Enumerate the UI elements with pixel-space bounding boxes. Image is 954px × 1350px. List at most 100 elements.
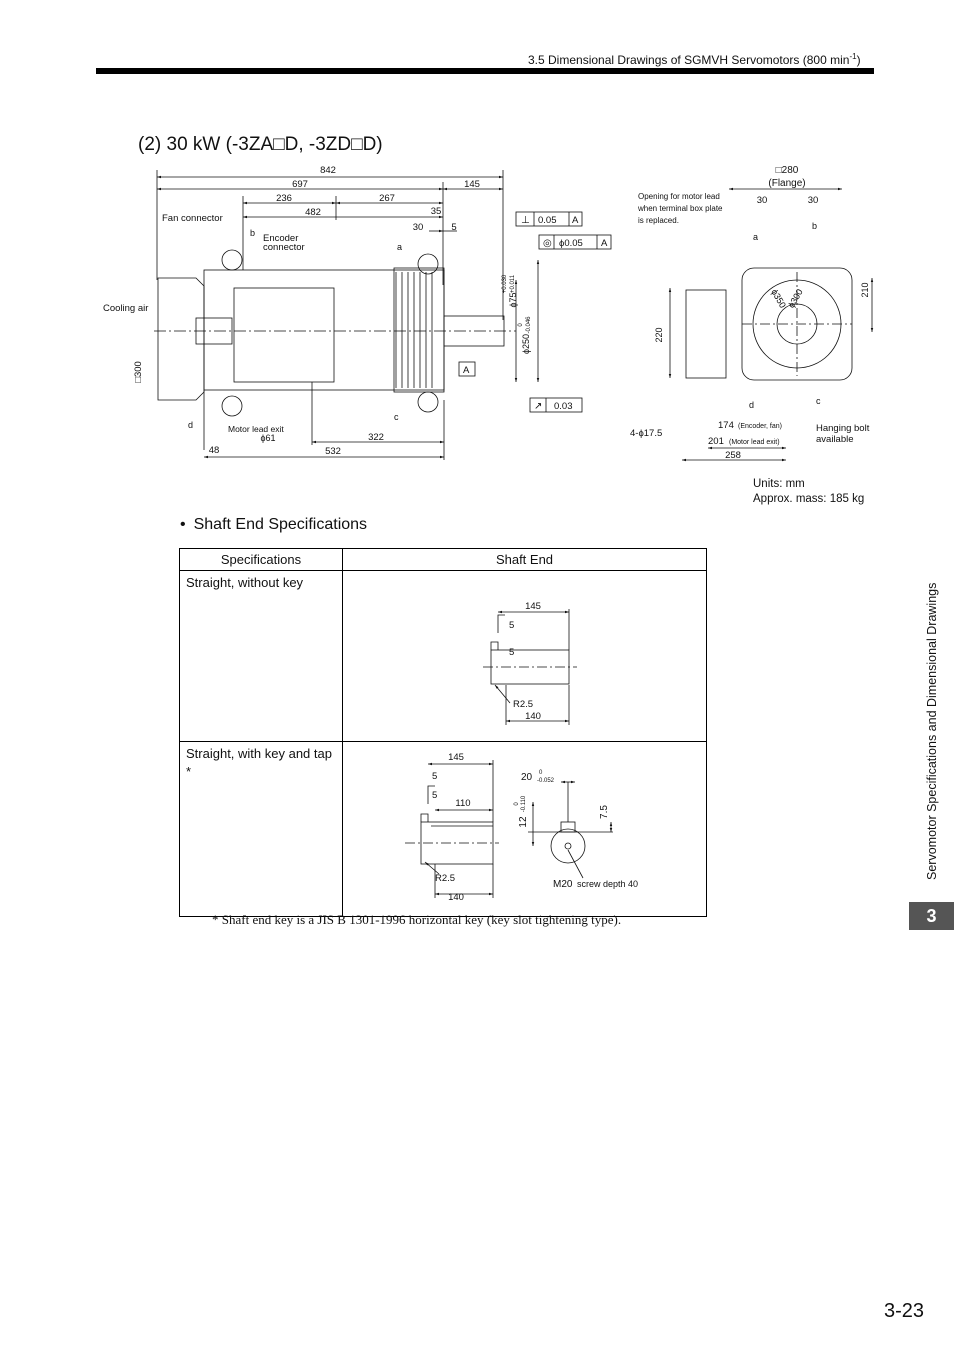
bullet: • xyxy=(180,516,186,533)
dim-30-right: 30 xyxy=(808,195,819,206)
dim-holes: 4-ϕ17.5 xyxy=(630,428,662,439)
dim-110: 110 xyxy=(455,798,470,809)
flange-label: (Flange) xyxy=(768,178,805,189)
dim-phi250-tol-lower: -0.046 xyxy=(526,316,532,334)
conc-tolerance-value: ϕ0.05 xyxy=(559,238,583,249)
dim-140: 140 xyxy=(448,892,464,903)
dim-174: 174 xyxy=(718,420,734,431)
dim-35: 35 xyxy=(431,206,442,217)
table-header-specifications: Specifications xyxy=(179,548,343,571)
perp-tolerance-value: 0.05 xyxy=(538,215,557,226)
mark-c-end: c xyxy=(816,396,821,406)
dim-174-note: (Encoder, fan) xyxy=(738,423,782,430)
dim-145: 145 xyxy=(448,752,464,763)
dim-322: 322 xyxy=(368,432,384,443)
mark-c: c xyxy=(394,412,399,422)
opening-note-2: when terminal box plate xyxy=(637,204,723,213)
dim-140: 140 xyxy=(525,711,541,722)
mark-d: d xyxy=(188,420,193,430)
dim-30-left: 30 xyxy=(757,195,768,206)
datum-a-label: A xyxy=(463,365,470,376)
header-title-superscript: -1 xyxy=(849,52,857,61)
dim-267: 267 xyxy=(379,193,395,204)
dim-phi350: ϕ350 xyxy=(769,287,788,309)
dim-phi75-tol-upper: +0.030 xyxy=(502,274,508,293)
table-row: Straight, with key and tap * xyxy=(179,741,707,917)
dim-5-lower: 5 xyxy=(432,790,437,801)
encoder-connector-label-2: connector xyxy=(263,242,305,253)
dim-5: 5 xyxy=(451,222,456,233)
dim-20: 20 xyxy=(521,772,533,783)
shaft-end-heading: • Shaft End Specifications xyxy=(180,516,367,534)
motor-lead-exit-label: Motor lead exit xyxy=(228,424,284,434)
table-header-shaft-end: Shaft End xyxy=(342,548,707,571)
dim-697: 697 xyxy=(292,179,308,190)
dim-5-lower: 5 xyxy=(509,647,514,658)
table-row: Straight, without key 145 5 xyxy=(179,570,707,748)
dimensional-drawing: 842 697 145 236 267 482 35 30 5 48 532 3… xyxy=(103,165,874,462)
opening-note-1: Opening for motor lead xyxy=(638,192,720,201)
shaft-without-key-drawing: 145 5 5 R2.5 140 xyxy=(483,601,577,748)
dim-12-tol-lower: -0.110 xyxy=(521,795,527,812)
dim-258: 258 xyxy=(725,450,741,461)
spec-cell: Straight, without key xyxy=(179,570,343,742)
dim-48: 48 xyxy=(209,445,220,456)
opening-note-3: is replaced. xyxy=(638,216,679,225)
shaft-with-key-drawing: 145 5 5 110 R2.5 140 20 0 -0.052 12 0 -0… xyxy=(405,752,638,903)
header-title-text: 3.5 Dimensional Drawings of SGMVH Servom… xyxy=(528,53,850,67)
running-header: 3.5 Dimensional Drawings of SGMVH Servom… xyxy=(528,52,861,67)
dim-m20: M20 xyxy=(553,879,573,890)
dim-phi61: ϕ61 xyxy=(260,433,275,443)
dim-5-upper: 5 xyxy=(509,620,514,631)
dim-phi300: ϕ300 xyxy=(786,287,805,309)
shaft-figure-cell: 145 5 5 110 R2.5 140 20 0 -0.052 12 0 -0… xyxy=(342,741,707,917)
mass-line: Approx. mass: 185 kg xyxy=(753,493,865,505)
dim-30: 30 xyxy=(413,222,424,233)
spec-cell: Straight, with key and tap * xyxy=(179,741,343,917)
mark-a: a xyxy=(397,242,402,252)
footnote: * Shaft end key is a JIS B 1301-1996 hor… xyxy=(212,912,622,927)
concentricity-icon: ◎ xyxy=(543,238,552,249)
chapter-side-title: Servomotor Specifications and Dimensiona… xyxy=(925,582,939,880)
dim-210: 210 xyxy=(860,282,870,297)
dim-phi250-tol-upper: 0 xyxy=(518,323,524,327)
dim-12: 12 xyxy=(518,816,529,828)
header-title-end: ) xyxy=(856,53,861,67)
runout-tolerance-value: 0.03 xyxy=(554,401,573,412)
dim-12-tol-upper: 0 xyxy=(514,802,520,806)
perpendicularity-icon: ⊥ xyxy=(521,215,530,226)
dim-201-note: (Motor lead exit) xyxy=(729,439,780,446)
dim-220: 220 xyxy=(654,327,664,342)
dim-r2-5: R2.5 xyxy=(513,699,533,710)
header-rule xyxy=(96,68,874,74)
dim-7-5: 7.5 xyxy=(599,805,610,819)
dim-236: 236 xyxy=(276,193,292,204)
shaft-end-title: Shaft End Specifications xyxy=(193,516,368,533)
units-line: Units: mm xyxy=(753,478,805,490)
dim-201: 201 xyxy=(708,436,724,447)
dim-20-tol-upper: 0 xyxy=(539,770,543,776)
dim-sq280: □280 xyxy=(776,165,799,176)
hanging-bolt-label-1: Hanging bolt xyxy=(816,423,870,434)
mark-b-end: b xyxy=(812,221,817,231)
hanging-bolt-label-2: available xyxy=(816,434,854,445)
dim-20-tol-lower: -0.052 xyxy=(537,778,555,784)
mark-a-end: a xyxy=(753,232,758,242)
cooling-air-label: Cooling air xyxy=(103,303,148,314)
dim-145: 145 xyxy=(464,179,480,190)
shaft-figure-cell: 145 5 5 R2.5 140 xyxy=(342,570,707,748)
dim-532: 532 xyxy=(325,446,341,457)
mark-d-end: d xyxy=(749,400,754,410)
mark-b: b xyxy=(250,228,255,238)
shaft-end-table: Specifications Shaft End Straight, witho… xyxy=(179,548,707,917)
dim-sq300: □300 xyxy=(133,361,144,383)
chapter-tab: 3 xyxy=(909,902,954,930)
runout-icon: ↗ xyxy=(534,401,542,412)
perp-datum: A xyxy=(572,215,579,226)
table-header-row: Specifications Shaft End xyxy=(179,548,707,571)
dim-phi250: ϕ250 xyxy=(521,334,531,354)
dim-phi75: ϕ75 xyxy=(508,292,518,307)
dim-5-upper: 5 xyxy=(432,771,437,782)
dim-842: 842 xyxy=(320,165,336,176)
conc-datum: A xyxy=(601,238,608,249)
